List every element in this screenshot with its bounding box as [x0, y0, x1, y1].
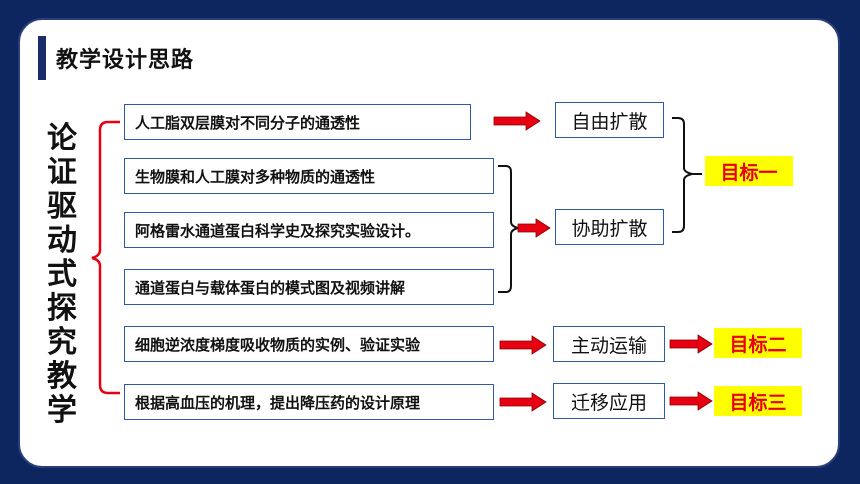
result-box: 自由扩散	[555, 102, 664, 138]
arrow-icon	[499, 392, 547, 412]
item-box: 人工脂双层膜对不同分子的通透性	[124, 104, 471, 140]
goal-one-bracket	[672, 117, 693, 233]
result-box: 主动运输	[553, 326, 665, 362]
group-bracket	[498, 165, 522, 293]
item-box: 生物膜和人工膜对多种物质的通透性	[124, 158, 494, 194]
arrow-icon	[669, 391, 713, 411]
result-box: 协助扩散	[555, 209, 664, 245]
item-box: 细胞逆浓度梯度吸收物质的实例、验证实验	[124, 326, 494, 362]
item-box: 根据高血压的机理，提出降压药的设计原理	[124, 384, 494, 420]
goal-badge: 目标一	[705, 156, 793, 186]
goal-badge: 目标二	[714, 328, 802, 358]
arrow-icon	[669, 334, 713, 354]
left-bracket	[91, 120, 120, 395]
item-box: 阿格雷水通道蛋白科学史及探究实验设计。	[124, 212, 494, 248]
arrow-icon	[517, 218, 551, 238]
item-box: 通道蛋白与载体蛋白的模式图及视频讲解	[124, 269, 494, 305]
vertical-heading: 论证驱动式探究教学	[47, 121, 77, 428]
page-title: 教学设计思路	[56, 48, 195, 73]
title-accent-bar	[38, 36, 46, 80]
arrow-icon	[499, 335, 547, 355]
result-box: 迁移应用	[553, 383, 665, 419]
arrow-icon	[493, 111, 541, 131]
goal-badge: 目标三	[714, 386, 802, 416]
